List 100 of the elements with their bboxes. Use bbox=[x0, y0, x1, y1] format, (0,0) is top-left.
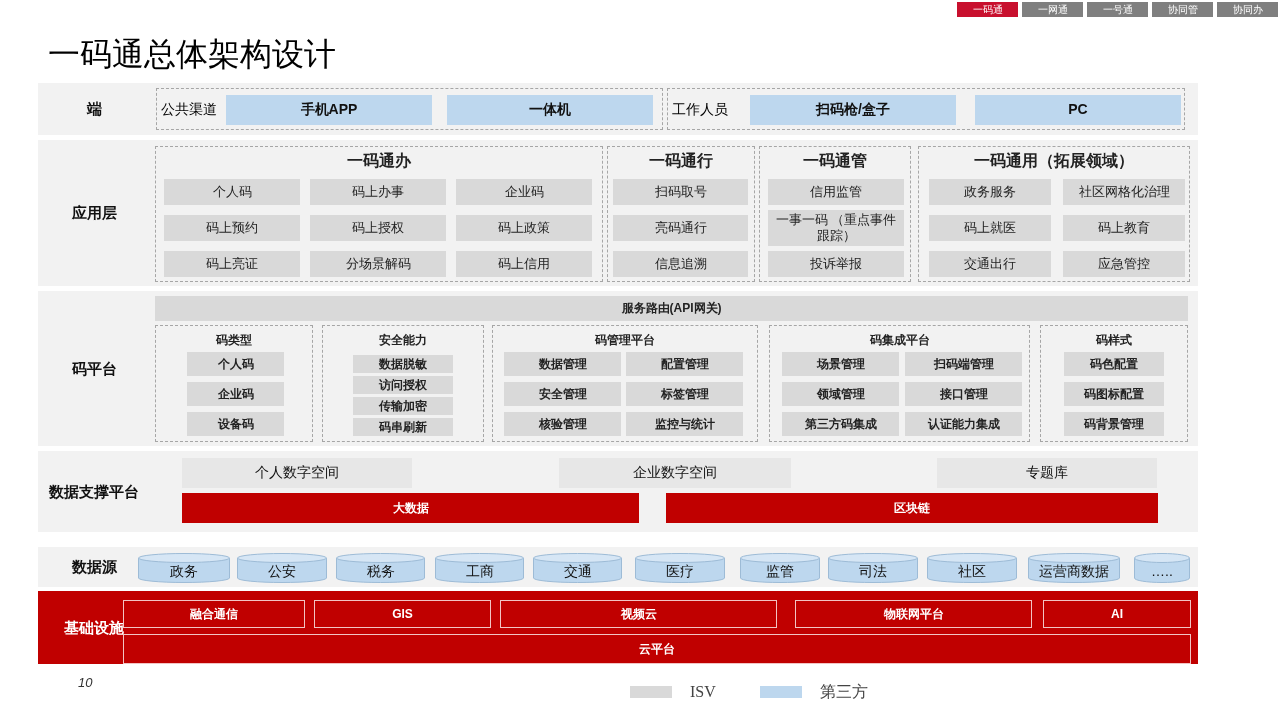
database-cylinder bbox=[435, 553, 524, 583]
module-box: 领域管理 bbox=[782, 382, 899, 406]
terminal-box: 手机APP bbox=[226, 95, 432, 125]
module-box: 安全管理 bbox=[504, 382, 621, 406]
layer-label: 码平台 bbox=[70, 358, 118, 379]
source-label: 税务 bbox=[366, 561, 395, 581]
module-box: 码上政策 bbox=[456, 215, 592, 241]
module-box: 投诉举报 bbox=[768, 251, 904, 277]
terminal-box: 扫码枪/盒子 bbox=[750, 95, 956, 125]
source-label: 交通 bbox=[563, 561, 592, 581]
module-box: 分场景解码 bbox=[310, 251, 446, 277]
module-box: 码色配置 bbox=[1064, 352, 1164, 376]
group-heading: 一码通管 bbox=[802, 151, 868, 171]
layer-band bbox=[38, 547, 1198, 587]
group-frame bbox=[1040, 325, 1188, 442]
module-box: 认证能力集成 bbox=[905, 412, 1022, 436]
group-heading: 安全能力 bbox=[378, 332, 428, 349]
group-heading: 工作人员 bbox=[672, 99, 728, 119]
group-frame bbox=[667, 88, 1185, 130]
source-label: 社区 bbox=[958, 561, 986, 581]
group-heading: 码管理平台 bbox=[594, 332, 656, 349]
group-frame bbox=[492, 325, 758, 442]
module-box: 配置管理 bbox=[626, 352, 743, 376]
platform-bar: AI bbox=[1043, 600, 1191, 628]
nav-tab: 一网通 bbox=[1022, 2, 1083, 17]
module-box: 企业数字空间 bbox=[559, 458, 791, 488]
source-label: 医疗 bbox=[666, 561, 694, 581]
nav-tab: 协同办 bbox=[1217, 2, 1278, 17]
module-box: 码背景管理 bbox=[1064, 412, 1164, 436]
platform-bar: 区块链 bbox=[666, 493, 1158, 523]
database-cylinder bbox=[1134, 553, 1190, 583]
module-box: 个人码 bbox=[187, 352, 284, 376]
module-box: 场景管理 bbox=[782, 352, 899, 376]
database-cylinder bbox=[927, 553, 1017, 583]
layer-label: 应用层 bbox=[70, 202, 118, 223]
module-box: 码上授权 bbox=[310, 215, 446, 241]
platform-bar: 视频云 bbox=[500, 600, 777, 628]
module-box: 扫码取号 bbox=[613, 179, 748, 205]
module-box: 数据脱敏 bbox=[353, 355, 453, 373]
database-cylinder bbox=[533, 553, 622, 583]
module-box: 码上预约 bbox=[164, 215, 300, 241]
module-box: 接口管理 bbox=[905, 382, 1022, 406]
source-label: 司法 bbox=[859, 561, 887, 581]
layer-label: 基础设施 bbox=[63, 617, 125, 638]
module-box: 码上教育 bbox=[1063, 215, 1185, 241]
group-frame bbox=[155, 325, 313, 442]
layer-band bbox=[38, 591, 1198, 664]
database-cylinder bbox=[237, 553, 327, 583]
layer-label: 端 bbox=[85, 98, 103, 119]
module-box: 个人码 bbox=[164, 179, 300, 205]
platform-bar: 物联网平台 bbox=[795, 600, 1032, 628]
group-frame bbox=[322, 325, 484, 442]
module-box: 服务路由(API网关) bbox=[155, 296, 1188, 321]
page-title: 一码通总体架构设计 bbox=[48, 35, 336, 74]
group-frame bbox=[607, 146, 755, 282]
module-box: 第三方码集成 bbox=[782, 412, 899, 436]
module-box: 码上就医 bbox=[929, 215, 1051, 241]
group-heading: 一码通行 bbox=[648, 151, 714, 171]
source-label: 政务 bbox=[170, 561, 198, 581]
layer-label: 数据源 bbox=[70, 556, 118, 577]
layer-band bbox=[38, 291, 1198, 446]
module-box: 码图标配置 bbox=[1064, 382, 1164, 406]
platform-bar: 融合通信 bbox=[123, 600, 305, 628]
group-frame bbox=[759, 146, 911, 282]
module-box: 亮码通行 bbox=[613, 215, 748, 241]
terminal-box: PC bbox=[975, 95, 1181, 125]
database-cylinder bbox=[1028, 553, 1120, 583]
module-box: 交通出行 bbox=[929, 251, 1051, 277]
source-label: 工商 bbox=[465, 561, 494, 581]
module-box: 传输加密 bbox=[353, 397, 453, 415]
group-frame bbox=[918, 146, 1190, 282]
layer-band bbox=[38, 83, 1198, 135]
module-box: 码串刷新 bbox=[353, 418, 453, 436]
module-box: 信息追溯 bbox=[613, 251, 748, 277]
database-cylinder bbox=[138, 553, 230, 583]
database-cylinder bbox=[828, 553, 918, 583]
group-frame bbox=[156, 88, 663, 130]
module-box: 扫码端管理 bbox=[905, 352, 1022, 376]
module-box: 政务服务 bbox=[929, 179, 1051, 205]
module-box: 社区网格化治理 bbox=[1063, 179, 1185, 205]
database-cylinder bbox=[740, 553, 820, 583]
layer-band bbox=[38, 140, 1198, 286]
database-cylinder bbox=[635, 553, 725, 583]
module-box: 标签管理 bbox=[626, 382, 743, 406]
module-box: 码上亮证 bbox=[164, 251, 300, 277]
platform-bar: 大数据 bbox=[182, 493, 639, 523]
module-box: 应急管控 bbox=[1063, 251, 1185, 277]
group-heading: 码样式 bbox=[1095, 332, 1133, 349]
legend-label: ISV bbox=[690, 682, 716, 702]
database-cylinder bbox=[336, 553, 425, 583]
page-number: 10 bbox=[78, 674, 93, 692]
platform-bar: 云平台 bbox=[123, 634, 1191, 664]
group-heading: 一码通办 bbox=[346, 151, 412, 171]
group-heading: 一码通用（拓展领域） bbox=[973, 151, 1135, 171]
module-box: 监控与统计 bbox=[626, 412, 743, 436]
group-frame bbox=[155, 146, 603, 282]
source-label: 运营商数据 bbox=[1039, 561, 1109, 581]
source-label: 公安 bbox=[268, 561, 296, 581]
nav-tab: 协同管 bbox=[1152, 2, 1213, 17]
legend-label: 第三方 bbox=[819, 682, 868, 702]
